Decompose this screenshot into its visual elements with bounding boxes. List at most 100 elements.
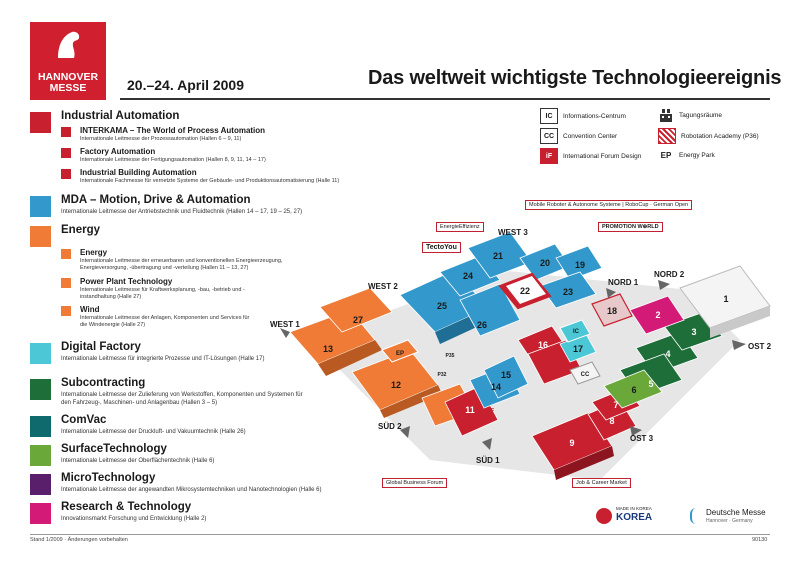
legend-title: Industrial Automation — [61, 110, 180, 122]
legend-sub-desc: Internationale Leitmesse für Kraftwerksp… — [80, 287, 245, 300]
callout-tectoyou: TectoYou — [422, 242, 461, 253]
hall-label: 6 — [631, 385, 636, 395]
hall-label: 14 — [491, 382, 501, 392]
dm-sub: Hannover · Germany — [706, 518, 753, 524]
hall-1-side — [710, 306, 770, 338]
hall-label: 11 — [465, 405, 475, 415]
legend-sub-swatch — [61, 169, 71, 179]
hall-label: 9 — [569, 438, 574, 448]
ic-badge: IC — [540, 108, 558, 124]
footer-note: Stand 1/2009 · Änderungen vorbehalten — [30, 537, 128, 543]
legend-desc: Internationale Leitmesse der angewandten… — [61, 487, 322, 493]
entrance-nord2: NORD 2 — [654, 270, 685, 279]
key-label: Tagungsräume — [679, 111, 722, 119]
hall-23[interactable] — [539, 271, 597, 309]
legend-swatch-blue — [30, 196, 51, 217]
entrance-west1: WEST 1 — [270, 320, 300, 329]
hall-15[interactable] — [483, 355, 529, 399]
logo-line2: MESSE — [49, 82, 87, 94]
legend-swatch-green — [30, 379, 51, 400]
robotation-hatch-icon — [658, 128, 676, 144]
entrance-arrow-nord1 — [606, 288, 616, 298]
hall-label: 1 — [723, 294, 728, 304]
legend-sub-desc: Internationale Leitmesse der Fertigungsa… — [80, 157, 266, 163]
entrance-sued1: SÜD 1 — [476, 456, 500, 465]
if-badge: iF — [540, 148, 558, 164]
legend-desc: Internationale Leitmesse der Zulieferung… — [61, 392, 303, 406]
hall-label: 8 — [609, 416, 614, 426]
hall-label: 21 — [493, 251, 503, 261]
hall-label: 7 — [613, 400, 618, 410]
entrance-sued2: SÜD 2 — [378, 422, 402, 431]
convention-center-building[interactable] — [569, 361, 601, 385]
key-label: Informations-Centrum — [563, 112, 626, 120]
energy-park[interactable] — [381, 339, 419, 363]
hall-label: P32 — [438, 372, 447, 378]
legend-desc: Internationale Leitmesse für integrierte… — [61, 356, 265, 362]
entrance-west2: WEST 2 — [368, 282, 398, 291]
hall-13-side — [318, 340, 382, 376]
entrance-ost2: OST 2 — [748, 342, 772, 351]
legend-title: MicroTechnology — [61, 472, 156, 484]
entrance-arrow-ost2 — [732, 340, 746, 350]
hall-label: 23 — [563, 287, 573, 297]
dm-name: Deutsche Messe — [706, 508, 766, 517]
hall-label: 17 — [573, 344, 583, 354]
hall-27[interactable] — [319, 287, 393, 333]
entrance-arrow-west1 — [280, 328, 290, 338]
callout-job-career: Job & Career Market — [572, 478, 631, 488]
legend-sub-swatch — [61, 249, 71, 259]
hall-label: 25 — [437, 301, 447, 311]
legend-swatch-magenta — [30, 503, 51, 524]
callout-promotion-world: PROMOTION W⊕RLD — [598, 222, 663, 232]
korea-word: KOREA — [616, 512, 653, 523]
key-ep: EP Energy Park — [658, 148, 715, 162]
hall-22-inner — [506, 276, 546, 304]
legend-sub-desc: Internationale Fachmesse für vernetzte S… — [80, 178, 340, 184]
legend-sub-swatch — [61, 278, 71, 288]
legend-sub-desc: Internationale Leitmesse der Anlagen, Ko… — [80, 315, 250, 328]
entrance-west3: WEST 3 — [498, 228, 528, 237]
logo-line1: HANNOVER — [37, 71, 99, 83]
hall-label: 2 — [655, 310, 660, 320]
legend-title: ComVac — [61, 414, 107, 426]
legend-desc: Internationale Leitmesse der Antriebstec… — [61, 209, 303, 215]
fairground-map: 13 27 12 11 25 24 21 26 20 19 23 22 18 1… — [270, 180, 780, 500]
hall-18[interactable] — [591, 293, 633, 327]
legend-sub-swatch — [61, 306, 71, 316]
info-centre-building[interactable] — [559, 319, 591, 343]
legend-desc: Internationale Leitmesse der Druckluft- … — [61, 429, 246, 435]
key-label: Convention Center — [563, 132, 618, 140]
legend-title: SurfaceTechnology — [61, 443, 167, 455]
hall-label: IC — [573, 329, 580, 335]
entrance-nord1: NORD 1 — [608, 278, 639, 287]
legend-sub-title: Energy — [80, 248, 108, 257]
legend-title: Energy — [61, 224, 100, 236]
hall-label: CC — [581, 372, 590, 378]
horse-head-icon — [58, 31, 80, 58]
key-ifd: iF International Forum Design — [540, 148, 641, 164]
hall-label: 3 — [691, 327, 696, 337]
legend-sub-title: Power Plant Technology — [80, 277, 173, 286]
key-ic: IC Informations-Centrum — [540, 108, 626, 124]
hall-label: 13 — [323, 344, 333, 354]
fairground-svg: 13 27 12 11 25 24 21 26 20 19 23 22 18 1… — [280, 231, 771, 480]
key-label: Robotation Academy (P36) — [681, 132, 759, 140]
footer-code: 90130 — [752, 537, 768, 543]
legend-desc: Internationale Leitmesse der Oberflächen… — [61, 458, 215, 464]
callout-global-business-forum: Global Business Forum — [382, 478, 448, 488]
hall-label: 24 — [463, 271, 473, 281]
cc-badge: CC — [540, 128, 558, 144]
key-label: International Forum Design — [563, 152, 642, 160]
hall-6[interactable] — [603, 369, 663, 409]
legend-swatch-lime — [30, 445, 51, 466]
deutsche-messe-logo: Deutsche Messe Hannover · Germany — [690, 506, 772, 530]
legend-title: MDA – Motion, Drive & Automation — [61, 194, 251, 206]
hall-2[interactable] — [629, 295, 685, 335]
legend-sub-title: Factory Automation — [80, 147, 156, 156]
legend-title: Subcontracting — [61, 377, 146, 389]
hall-26-area[interactable] — [459, 283, 521, 337]
hall-19[interactable] — [555, 245, 603, 281]
legend-swatch-cyan — [30, 343, 51, 364]
dm-mark-icon — [690, 508, 702, 524]
